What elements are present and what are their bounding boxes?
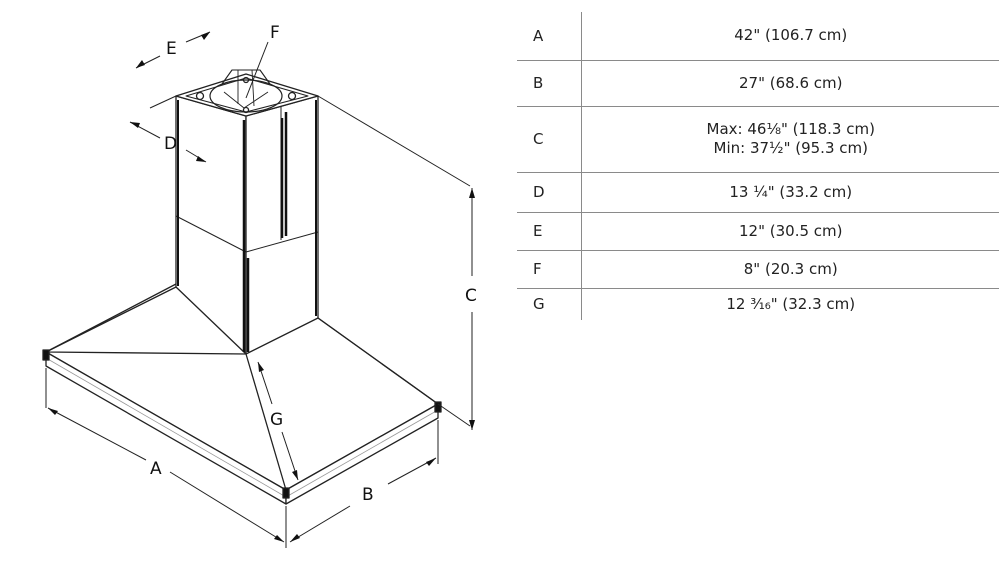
label-b: B bbox=[362, 485, 374, 505]
dimension-value: 8" (20.3 cm) bbox=[581, 250, 999, 288]
dimension-value: 27" (68.6 cm) bbox=[581, 60, 999, 106]
dimension-value: 12 ³⁄₁₆" (32.3 cm) bbox=[581, 288, 999, 320]
table-row: D 13 ¼" (33.2 cm) bbox=[517, 172, 999, 212]
canopy-side bbox=[285, 403, 439, 505]
dimension-value-line: Max: 46⅛" (118.3 cm) bbox=[706, 120, 875, 138]
table-row: B 27" (68.6 cm) bbox=[517, 60, 999, 106]
table-row: G 12 ³⁄₁₆" (32.3 cm) bbox=[517, 288, 999, 320]
dimension-value: 42" (106.7 cm) bbox=[581, 12, 999, 60]
dimension-key: G bbox=[517, 288, 582, 320]
label-d: D bbox=[164, 134, 177, 154]
dimension-key: B bbox=[517, 60, 582, 106]
dimension-value-line: 12" (30.5 cm) bbox=[739, 221, 843, 240]
label-e: E bbox=[166, 39, 177, 59]
dimension-key: E bbox=[517, 212, 582, 250]
dimension-value-line: 42" (106.7 cm) bbox=[734, 26, 848, 45]
dimension-key: D bbox=[517, 172, 582, 212]
dimension-key: F bbox=[517, 250, 582, 288]
label-a: A bbox=[150, 459, 162, 479]
dimension-value: Max: 46⅛" (118.3 cm)Min: 37½" (95.3 cm) bbox=[581, 106, 999, 172]
table-row: F 8" (20.3 cm) bbox=[517, 250, 999, 288]
dimension-value: 12" (30.5 cm) bbox=[581, 212, 999, 250]
dimension-value-line: 27" (68.6 cm) bbox=[739, 73, 843, 92]
label-f: F bbox=[270, 23, 280, 43]
dimension-value-line: 13 ¼" (33.2 cm) bbox=[729, 182, 853, 201]
label-g: G bbox=[270, 410, 283, 430]
dimension-value-line: 12 ³⁄₁₆" (32.3 cm) bbox=[726, 294, 856, 313]
dimension-key: C bbox=[517, 106, 582, 172]
table-row: E 12" (30.5 cm) bbox=[517, 212, 999, 250]
range-hood-drawing: A B C D E F G bbox=[42, 23, 477, 548]
label-c: C bbox=[465, 286, 477, 306]
dimension-value-line: 8" (20.3 cm) bbox=[743, 259, 838, 278]
dimension-value-line: Min: 37½" (95.3 cm) bbox=[713, 139, 868, 157]
dimension-value: 13 ¼" (33.2 cm) bbox=[581, 172, 999, 212]
dimension-key: A bbox=[517, 12, 582, 60]
table-row: A 42" (106.7 cm) bbox=[517, 12, 999, 60]
